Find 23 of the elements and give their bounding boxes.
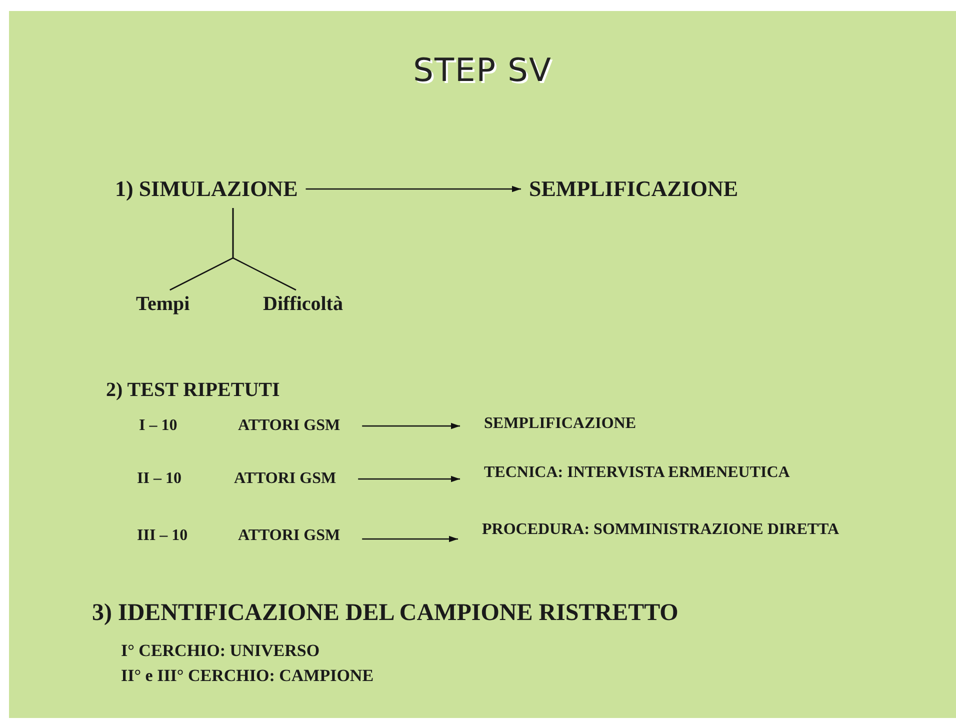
arrow bbox=[358, 476, 460, 482]
arrow bbox=[362, 422, 460, 430]
node-text: ATTORI GSM bbox=[238, 418, 340, 434]
node-text: PROCEDURA: SOMMINISTRAZIONE DIRETTA bbox=[482, 522, 840, 538]
list-item: I° CERCHIO: UNIVERSO bbox=[121, 642, 320, 659]
node-text: Difficoltà bbox=[263, 294, 343, 314]
list-item: I – 10 bbox=[139, 418, 178, 434]
node-text: SEMPLIFICAZIONE bbox=[529, 178, 738, 200]
list-item: II° e III° CERCHIO: CAMPIONE bbox=[121, 667, 374, 684]
node-text: 1) SIMULAZIONE bbox=[115, 178, 298, 200]
node-text: Tempi bbox=[136, 294, 190, 314]
arrow bbox=[362, 536, 458, 542]
node-text: ATTORI GSM bbox=[238, 528, 340, 544]
list-item: II – 10 bbox=[137, 471, 182, 487]
node-text: TECNICA: INTERVISTA ERMENEUTICA bbox=[484, 465, 790, 481]
list-item: III – 10 bbox=[137, 528, 188, 544]
arrow bbox=[306, 186, 521, 192]
connector-line bbox=[232, 208, 296, 291]
title: STEP SV bbox=[413, 51, 552, 89]
section-heading: 3) IDENTIFICAZIONE DEL CAMPIONE RISTRETTO bbox=[92, 601, 678, 625]
section-heading: 2) TEST RIPETUTI bbox=[106, 380, 280, 400]
node-text: ATTORI GSM bbox=[234, 471, 336, 487]
node-text: SEMPLIFICAZIONE bbox=[484, 416, 636, 432]
